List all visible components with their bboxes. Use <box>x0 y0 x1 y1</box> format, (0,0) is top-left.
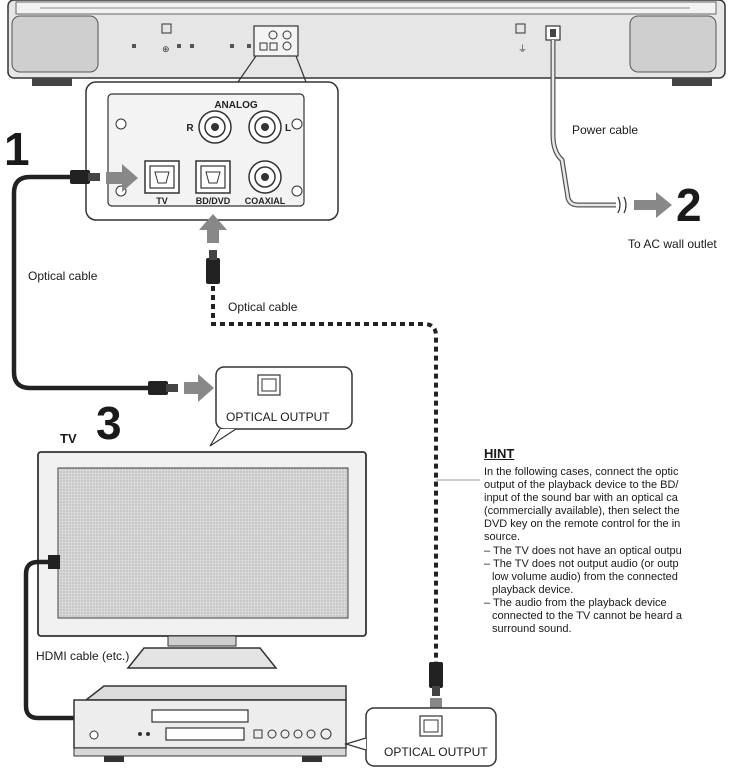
svg-text:⏚: ⏚ <box>518 44 527 54</box>
analog-l-jack <box>248 110 282 144</box>
player-optical-output-label: OPTICAL OUTPUT <box>384 745 488 759</box>
hint-intro-line: DVD key on the remote control for the in <box>484 518 681 531</box>
step-3-number: 3 <box>96 397 122 449</box>
tv-input-label: TV <box>156 196 168 206</box>
input-panel: ANALOG R L TV BD/DVD COAXIAL <box>85 81 339 221</box>
hint-list-item: – The audio from the playback device <box>484 596 667 609</box>
hint-intro-line: output of the playback device to the BD/ <box>484 479 679 492</box>
hint-title: HINT <box>484 446 515 461</box>
ac-arrow <box>634 192 672 218</box>
hint-intro-line: input of the sound bar with an optical c… <box>484 492 678 505</box>
playback-device <box>73 685 347 762</box>
optical-cable-label-mid: Optical cable <box>228 300 298 314</box>
hint-list-item-continued: surround sound. <box>492 623 572 636</box>
coaxial-label: COAXIAL <box>245 196 286 206</box>
optical-cable-player <box>206 250 443 696</box>
hdmi-cable <box>23 559 80 721</box>
sound-bar: ⊕ ⏚ <box>7 0 726 86</box>
optical-tv-jack <box>144 160 180 194</box>
player-optical-output-callout <box>343 707 497 767</box>
tv-optical-output-label: OPTICAL OUTPUT <box>226 410 330 424</box>
hint-intro-line: source. <box>484 531 521 544</box>
analog-r-label: R <box>186 123 194 134</box>
hint-list-item-continued: low volume audio) from the connected <box>492 570 678 583</box>
hint-text-block: In the following cases, connect the opti… <box>484 466 737 636</box>
hint-list-item-continued: connected to the TV cannot be heard a <box>492 610 682 623</box>
hint-list-item: – The TV does not output audio (or outp <box>484 557 679 570</box>
optical-bddvd-jack <box>195 160 231 194</box>
power-cable-label: Power cable <box>572 123 639 137</box>
hint-intro-line: In the following cases, connect the opti… <box>484 466 679 478</box>
optical-cable-label-left: Optical cable <box>28 269 98 283</box>
tv <box>37 451 367 669</box>
analog-r-jack <box>198 110 232 144</box>
svg-text:⊕: ⊕ <box>162 44 170 54</box>
step-2-number: 2 <box>676 179 702 231</box>
tv-label: TV <box>60 431 77 446</box>
arrow-to-tv-input <box>106 164 138 192</box>
hint-list-item-continued: playback device. <box>492 583 574 596</box>
arrow-to-tv-output <box>184 374 214 402</box>
hint-intro-line: (commercially available), then select th… <box>484 505 680 518</box>
analog-l-label: L <box>285 123 291 134</box>
arrow-to-bddvd-input <box>199 214 227 243</box>
hint-list-item: – The TV does not have an optical outpu <box>484 544 682 557</box>
bddvd-input-label: BD/DVD <box>196 196 231 206</box>
hdmi-cable-label: HDMI cable (etc.) <box>36 649 130 663</box>
analog-label: ANALOG <box>214 100 258 111</box>
step-1-number: 1 <box>4 123 30 175</box>
optical-cable-tv <box>11 170 178 395</box>
power-cable <box>550 40 627 214</box>
tv-optical-output-callout <box>209 366 353 447</box>
coaxial-jack <box>248 160 282 194</box>
ac-outlet-label: To AC wall outlet <box>628 237 717 251</box>
